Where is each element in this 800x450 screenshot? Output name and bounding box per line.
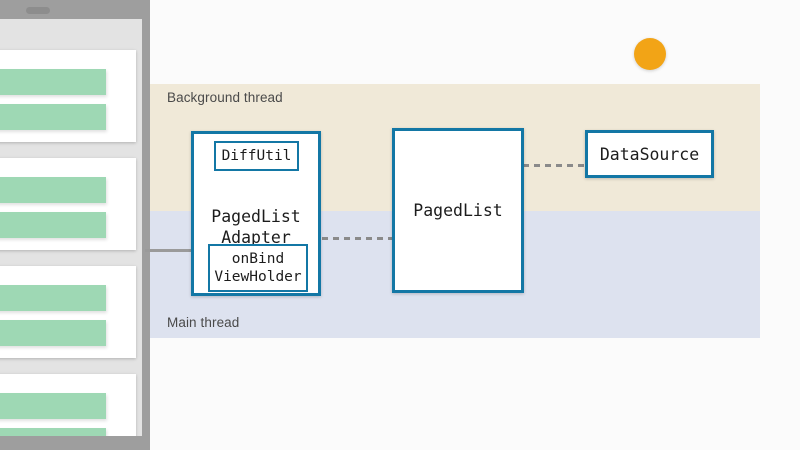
pagedlist-label: PagedList bbox=[413, 201, 503, 220]
placeholder-bar bbox=[0, 320, 106, 346]
phone-mock bbox=[0, 0, 150, 450]
main-thread-label: Main thread bbox=[167, 315, 240, 330]
phone-screen bbox=[0, 19, 142, 436]
diffutil-label: DiffUtil bbox=[221, 148, 292, 164]
list-item[interactable] bbox=[0, 266, 136, 358]
pagedlist-box[interactable]: PagedList bbox=[392, 128, 524, 293]
placeholder-bar bbox=[0, 104, 106, 130]
onbindviewholder-box[interactable]: onBind ViewHolder bbox=[208, 244, 308, 292]
onbindviewholder-label: onBind ViewHolder bbox=[214, 250, 302, 285]
datasource-label: DataSource bbox=[599, 144, 700, 164]
placeholder-bar bbox=[0, 285, 106, 311]
placeholder-bar bbox=[0, 212, 106, 238]
list-item[interactable] bbox=[0, 158, 136, 250]
background-thread-label: Background thread bbox=[167, 90, 283, 105]
list-item[interactable] bbox=[0, 374, 136, 436]
pagedlistadapter-label: PagedList Adapter bbox=[211, 207, 301, 248]
placeholder-bar bbox=[0, 428, 106, 436]
connector-phone-to-adapter bbox=[145, 249, 193, 252]
accent-dot bbox=[634, 38, 666, 70]
placeholder-bar bbox=[0, 393, 106, 419]
placeholder-bar bbox=[0, 69, 106, 95]
list-item[interactable] bbox=[0, 50, 136, 142]
connector-adapter-to-pagedlist bbox=[322, 237, 394, 240]
diffutil-box[interactable]: DiffUtil bbox=[214, 141, 299, 171]
datasource-box[interactable]: DataSource bbox=[585, 130, 714, 178]
connector-pagedlist-to-datasource bbox=[523, 164, 587, 167]
placeholder-bar bbox=[0, 177, 106, 203]
phone-speaker bbox=[26, 7, 50, 14]
